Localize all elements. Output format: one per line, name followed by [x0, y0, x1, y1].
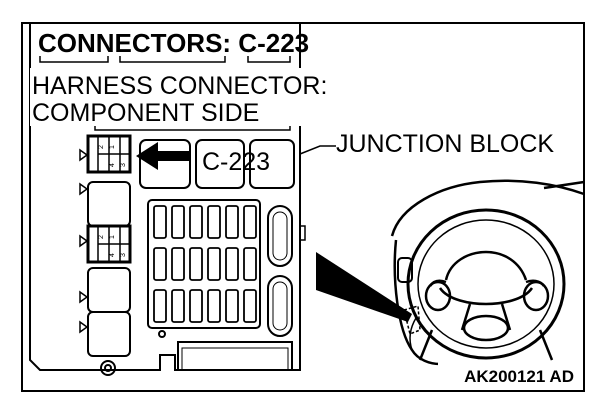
location-pointer-wedge [316, 252, 412, 322]
pin-label: 2 [98, 145, 105, 149]
page-title: CONNECTORS: C-223 [38, 28, 309, 58]
title-backdrop [32, 26, 298, 56]
junction-leader-line [299, 145, 336, 155]
diagram-frame [21, 22, 585, 392]
component-side-label: COMPONENT SIDE [32, 99, 259, 127]
harness-connector-label: HARNESS CONNECTOR: [32, 72, 327, 100]
pin-label: 3 [120, 253, 127, 257]
footer-backdrop [438, 362, 582, 386]
pointer-arrow [136, 142, 190, 170]
connector-middle-left: 2 1 4 3 [86, 224, 132, 264]
connector-c223-top: 2 1 4 3 [86, 134, 132, 174]
fuse-cells [153, 205, 257, 323]
label-backdrop [30, 68, 328, 126]
pin-marker-triangles [79, 148, 89, 334]
figure-code: AK200121 AD [464, 367, 574, 386]
pin-label: 3 [120, 163, 127, 167]
pin-label: 1 [109, 235, 116, 239]
junction-location-marker [403, 305, 421, 336]
connector-id-label: C-223 [202, 148, 270, 176]
steering-wheel-illustration [390, 179, 585, 366]
junction-block-label: JUNCTION BLOCK [336, 130, 554, 158]
relay-outlines [272, 211, 288, 331]
pin-label: 2 [98, 235, 105, 239]
pin-label: 4 [109, 253, 116, 257]
pin-label: 4 [109, 163, 116, 167]
pin-label: 1 [109, 145, 116, 149]
